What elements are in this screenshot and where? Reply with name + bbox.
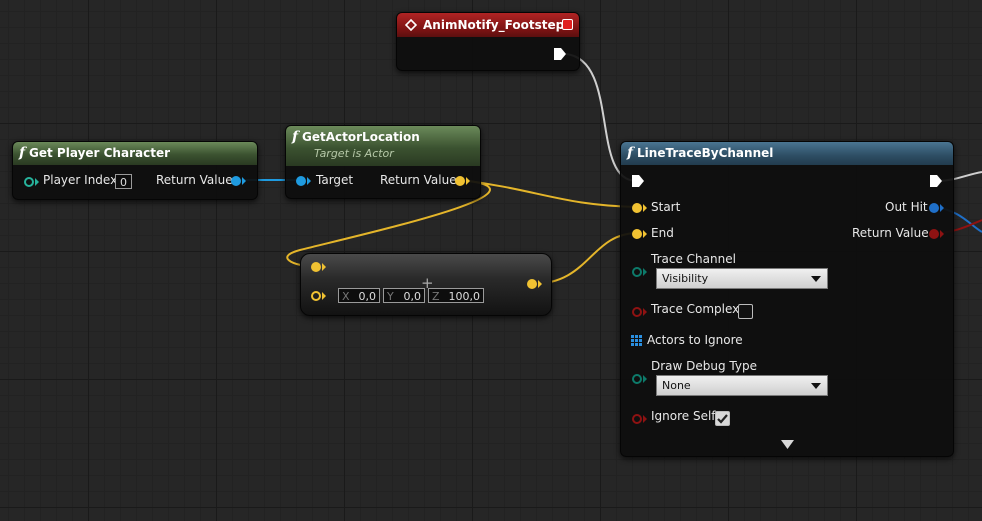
triangle-down-icon[interactable] [781,440,794,449]
vector-a-input-pin[interactable] [311,262,321,272]
chevron-down-icon [811,276,821,282]
z-axis-label: Z [432,290,440,303]
trace-complex-checkbox[interactable] [738,304,753,319]
y-axis-label: Y [387,290,394,303]
player-index-input-pin[interactable] [24,177,34,187]
draw-debug-type-value: None [662,379,691,392]
actors-to-ignore-label: Actors to Ignore [647,333,743,347]
pin-arrow-icon [242,177,246,185]
ignore-self-checkbox[interactable] [715,411,730,426]
return-value-label: Return Value [852,226,929,240]
end-label: End [651,226,674,240]
x-axis-label: X [342,290,350,303]
exec-output-pin[interactable] [553,47,567,61]
out-hit-output-pin[interactable] [929,203,939,213]
y-value: 0,0 [403,290,422,303]
pin-arrow-icon [940,230,944,238]
vector-b-input-pin[interactable] [311,291,321,301]
function-icon: f [292,129,299,145]
wire-vector-location-to-start [460,179,638,208]
pin-arrow-icon [643,415,647,423]
checkmark-icon [717,414,728,424]
get-actor-location-subtitle: Target is Actor [314,147,394,160]
trace-channel-input-pin[interactable] [632,267,642,277]
chevron-down-icon [811,383,821,389]
trace-complex-input-pin[interactable] [632,307,642,317]
trace-complex-label: Trace Complex [651,302,740,316]
pin-arrow-icon [643,308,647,316]
pin-arrow-icon [466,177,470,185]
pin-arrow-icon [35,178,39,186]
target-input-pin[interactable] [296,176,306,186]
return-value-label: Return Value [380,173,457,187]
plus-operator-icon: + [421,274,434,292]
get-player-character-title: Get Player Character [29,146,170,160]
ignore-self-input-pin[interactable] [632,414,642,424]
array-grid-icon[interactable] [631,335,642,346]
pin-arrow-icon [538,280,542,288]
draw-debug-type-input-pin[interactable] [632,374,642,384]
vector-output-pin[interactable] [527,279,537,289]
exec-output-pin[interactable] [929,174,943,188]
ignore-self-label: Ignore Self [651,409,716,423]
end-input-pin[interactable] [632,229,642,239]
function-icon: f [627,145,634,161]
player-index-label: Player Index [43,173,118,187]
pin-arrow-icon [643,204,647,212]
trace-channel-value: Visibility [662,272,709,285]
red-square-icon [562,19,573,30]
pin-arrow-icon [322,292,326,300]
vector-z-field[interactable]: Z 100,0 [428,288,484,303]
diamond-event-icon [405,19,417,31]
start-input-pin[interactable] [632,203,642,213]
return-value-output-pin[interactable] [231,176,241,186]
draw-debug-type-label: Draw Debug Type [651,359,757,373]
draw-debug-type-dropdown[interactable]: None [656,375,828,396]
player-index-field[interactable]: 0 [115,174,132,189]
line-trace-title: LineTraceByChannel [637,146,774,160]
pin-arrow-icon [643,268,647,276]
pin-arrow-icon [307,177,311,185]
pin-arrow-icon [940,204,944,212]
return-value-label: Return Value [156,173,233,187]
return-value-output-pin[interactable] [455,176,465,186]
z-value: 100,0 [448,290,481,303]
target-label: Target [316,173,354,187]
start-label: Start [651,200,681,214]
anim-notify-title: AnimNotify_Footstep [423,18,565,32]
add-vector-node[interactable]: + X 0,0 Y 0,0 Z 100,0 [300,253,552,316]
pin-arrow-icon [643,375,647,383]
pin-arrow-icon [322,263,326,271]
vector-y-field[interactable]: Y 0,0 [383,288,425,303]
anim-notify-footstep-node[interactable]: AnimNotify_Footstep [396,12,580,71]
function-icon: f [19,145,26,161]
pin-arrow-icon [643,230,647,238]
vector-x-field[interactable]: X 0,0 [338,288,380,303]
trace-channel-dropdown[interactable]: Visibility [656,268,828,289]
exec-input-pin[interactable] [631,174,645,188]
anim-notify-header[interactable]: AnimNotify_Footstep [397,13,579,37]
return-value-output-pin[interactable] [929,229,939,239]
get-actor-location-title: GetActorLocation [302,130,420,144]
trace-channel-label: Trace Channel [651,252,736,266]
x-value: 0,0 [358,290,377,303]
out-hit-label: Out Hit [885,200,928,214]
player-index-value: 0 [120,176,127,189]
